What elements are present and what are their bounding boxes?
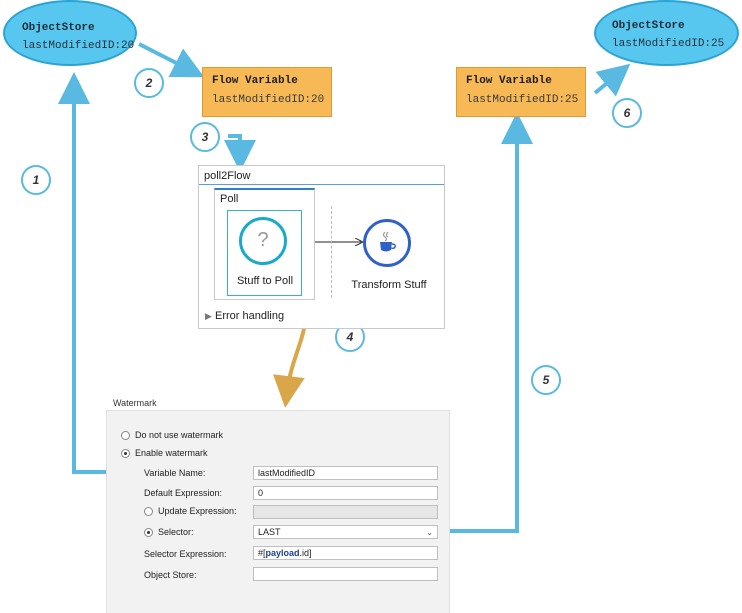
java-cup-icon (380, 231, 396, 252)
step-5-marker: 5 (531, 365, 561, 395)
unknown-connector-icon: ? (239, 217, 287, 265)
flow-panel: poll2Flow Poll ? Stuff to Poll Transform… (198, 165, 445, 329)
arrow-2 (138, 42, 205, 78)
object-store-left: ObjectStore lastModifiedID:20 (3, 0, 137, 66)
transform-component[interactable] (363, 219, 411, 267)
no-watermark-label: Do not use watermark (135, 430, 224, 440)
arrow-6 (593, 63, 631, 97)
step-1-marker: 1 (21, 165, 51, 195)
question-mark-icon: ? (257, 229, 269, 251)
processor-label: Transform Stuff (351, 279, 427, 291)
selector-expression-field[interactable]: #[payload.id] (253, 546, 438, 560)
object-store-value: lastModifiedID:20 (22, 40, 135, 52)
arrow-5 (440, 112, 533, 533)
source-label: Stuff to Poll (236, 275, 294, 287)
flow-variable-right: Flow Variable lastModifiedID:25 (456, 67, 586, 117)
selector-expression-label: Selector Expression: (144, 549, 227, 559)
flow-variable-value: lastModifiedID:25 (466, 94, 579, 106)
arrow-3 (224, 134, 256, 172)
selector-expression-prefix: #[ (258, 548, 266, 558)
flow-header-divider (199, 184, 444, 185)
flow-variable-value: lastModifiedID:20 (212, 94, 325, 106)
flow-variable-title: Flow Variable (212, 75, 298, 87)
object-store-field[interactable] (253, 567, 438, 581)
radio-no-watermark[interactable] (121, 431, 130, 440)
stuff-to-poll-component[interactable]: ? Stuff to Poll (227, 210, 302, 296)
step-6-marker: 6 (612, 98, 642, 128)
watermark-panel: Do not use watermark Enable watermark Va… (106, 410, 450, 613)
object-store-value: lastModifiedID:25 (612, 38, 725, 50)
step-3-marker: 3 (190, 122, 220, 152)
flow-divider (331, 206, 332, 298)
selector-value: LAST (258, 527, 281, 537)
default-expression-label: Default Expression: (144, 488, 223, 498)
chevron-down-icon: ⌄ (426, 528, 433, 537)
object-store-right: ObjectStore lastModifiedID:25 (594, 0, 739, 66)
expand-triangle-icon: ▶ (205, 311, 212, 321)
selector-expression-keyword: payload (265, 548, 300, 558)
error-handling-toggle[interactable]: ▶ Error handling (205, 310, 284, 322)
radio-enable-watermark[interactable] (121, 449, 130, 458)
variable-name-label: Variable Name: (144, 468, 206, 478)
flow-arrow (315, 236, 365, 248)
watermark-title: Watermark (113, 398, 157, 408)
variable-name-field[interactable]: lastModifiedID (253, 466, 438, 480)
selector-dropdown[interactable]: LAST ⌄ (253, 525, 438, 539)
radio-update-expression[interactable] (144, 507, 153, 516)
poll-scope[interactable]: Poll ? Stuff to Poll (214, 188, 315, 300)
object-store-label: Object Store: (144, 570, 197, 580)
update-expression-field[interactable] (253, 505, 438, 519)
poll-label: Poll (220, 193, 239, 205)
step-2-marker: 2 (134, 68, 164, 98)
radio-selector[interactable] (144, 528, 153, 537)
update-expression-label: Update Expression: (158, 506, 237, 516)
object-store-title: ObjectStore (612, 20, 685, 32)
flow-variable-title: Flow Variable (466, 75, 552, 87)
error-handling-label: Error handling (214, 310, 285, 322)
selector-label: Selector: (158, 527, 194, 537)
flow-name: poll2Flow (204, 170, 251, 182)
flow-variable-left: Flow Variable lastModifiedID:20 (202, 67, 332, 117)
enable-watermark-label: Enable watermark (135, 448, 208, 458)
selector-expression-suffix: .id] (299, 548, 312, 558)
object-store-title: ObjectStore (22, 22, 95, 34)
default-expression-field[interactable]: 0 (253, 486, 438, 500)
